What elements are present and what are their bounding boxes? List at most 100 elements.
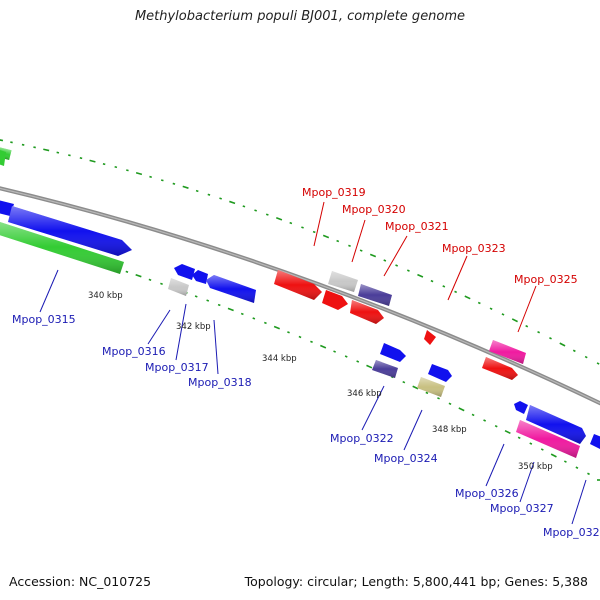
minor-tick-mark: [310, 340, 313, 344]
minor-tick-mark: [125, 270, 129, 273]
minor-tick-mark: [172, 182, 176, 185]
gene-label-mpop-0320: Mpop_0320: [342, 203, 406, 216]
gene-mpop-0316: [168, 278, 189, 296]
major-tick-mark: [597, 479, 600, 481]
gene-green-top-left: [0, 150, 6, 166]
minor-tick-mark: [206, 299, 210, 302]
minor-tick-mark: [471, 413, 475, 417]
tick-label-342: 342 kbp: [176, 322, 211, 332]
major-tick-mark: [273, 325, 280, 330]
major-tick-mark: [369, 253, 377, 258]
minor-tick-mark: [254, 209, 257, 212]
gene-mpop-0315-blue: [8, 206, 132, 256]
gene-label-mpop-0318: Mpop_0318: [188, 376, 252, 389]
gene-label-mpop-0325: Mpop_0325: [514, 273, 578, 286]
gene-mpop-0320: [328, 271, 358, 292]
minor-tick-mark: [114, 166, 118, 169]
minor-tick-mark: [596, 362, 600, 365]
minor-tick-mark: [240, 312, 244, 316]
minor-tick-mark: [359, 249, 363, 252]
minor-tick-mark: [160, 179, 164, 182]
major-tick-mark: [229, 200, 236, 205]
major-tick-mark: [417, 273, 424, 278]
gene-mpop-0322-purple: [372, 360, 398, 378]
gene-mpop-0326: [526, 405, 586, 444]
gene-red-small: [322, 290, 348, 310]
major-tick-mark: [322, 234, 330, 239]
minor-tick-mark: [442, 285, 446, 288]
outer-dot-ring: [0, 138, 600, 365]
major-tick-mark: [0, 138, 4, 142]
gene-mpop-0325: [489, 340, 526, 364]
gene-label-mpop-0322: Mpop_0322: [330, 432, 394, 445]
minor-tick-mark: [584, 355, 588, 359]
minor-tick-mark: [126, 169, 129, 172]
gene-label-mpop-0327: Mpop_0327: [490, 502, 554, 515]
minor-tick-mark: [10, 141, 13, 144]
minor-tick-mark: [68, 154, 71, 157]
minor-tick-mark: [356, 360, 360, 363]
gene-label-mpop-0323: Mpop_0323: [442, 242, 506, 255]
gene-mpop-0323: [424, 330, 436, 345]
minor-tick-mark: [207, 193, 211, 196]
gene-mpop-0321: [358, 284, 392, 306]
minor-tick-mark: [333, 350, 337, 353]
gene-mpop-0327: [516, 420, 580, 458]
minor-tick-mark: [549, 337, 552, 340]
minor-tick-mark: [489, 307, 493, 310]
minor-tick-mark: [406, 269, 410, 272]
minor-tick-mark: [252, 317, 256, 320]
minor-tick-mark: [448, 402, 452, 406]
minor-tick-mark: [219, 197, 222, 200]
minor-tick-mark: [348, 244, 351, 247]
major-tick-mark: [366, 364, 373, 369]
major-tick-mark: [412, 385, 419, 390]
minor-tick-mark: [148, 278, 152, 281]
gene-mpop-0324: [417, 377, 445, 397]
genome-summary-text: Topology: circular; Length: 5,800,441 bp…: [244, 574, 588, 589]
minor-tick-mark: [56, 151, 60, 154]
minor-tick-mark: [575, 466, 579, 469]
minor-tick-mark: [298, 335, 302, 339]
minor-tick-mark: [483, 419, 487, 422]
minor-tick-mark: [242, 205, 246, 208]
gene-red-0325: [482, 357, 518, 380]
minor-tick-mark: [265, 213, 269, 216]
minor-tick-mark: [79, 157, 83, 160]
minor-tick-mark: [501, 313, 505, 316]
map-title: Methylobacterium populi BJ001, complete …: [134, 9, 466, 24]
major-tick-mark: [135, 273, 142, 278]
gene-mpop-0319: [274, 270, 322, 300]
minor-tick-mark: [402, 380, 406, 384]
minor-tick-mark: [537, 330, 541, 334]
minor-tick-mark: [477, 301, 481, 305]
minor-tick-mark: [563, 460, 567, 463]
minor-tick-mark: [430, 279, 434, 283]
gene-mpop-0315-green: [0, 221, 124, 274]
major-tick-mark: [559, 342, 566, 347]
minor-tick-mark: [160, 282, 163, 285]
gene-mpop-0326-arrow: [514, 401, 528, 414]
major-tick-mark: [276, 217, 283, 221]
minor-tick-mark: [587, 472, 590, 476]
minor-tick-mark: [301, 226, 304, 229]
minor-tick-mark: [194, 295, 198, 298]
major-tick-mark: [504, 429, 511, 435]
minor-tick-mark: [21, 143, 25, 146]
minor-tick-mark: [395, 264, 399, 267]
minor-tick-mark: [289, 221, 293, 225]
gene-label-mpop-0319: Mpop_0319: [302, 186, 366, 199]
gene-label-mpop-0315: Mpop_0315: [12, 313, 76, 326]
gene-mpop-0318: [206, 275, 256, 303]
accession-text: Accession: NC_010725: [9, 574, 152, 589]
gene-label-mpop-0321: Mpop_0321: [385, 220, 449, 233]
tick-label-348: 348 kbp: [432, 425, 467, 435]
major-tick-mark: [89, 159, 96, 163]
major-tick-mark: [458, 407, 465, 412]
minor-tick-mark: [494, 424, 498, 428]
minor-tick-mark: [33, 146, 36, 149]
tick-label-340: 340 kbp: [88, 291, 123, 301]
minor-tick-mark: [525, 324, 529, 328]
gene-label-mpop-0316: Mpop_0316: [102, 345, 166, 358]
